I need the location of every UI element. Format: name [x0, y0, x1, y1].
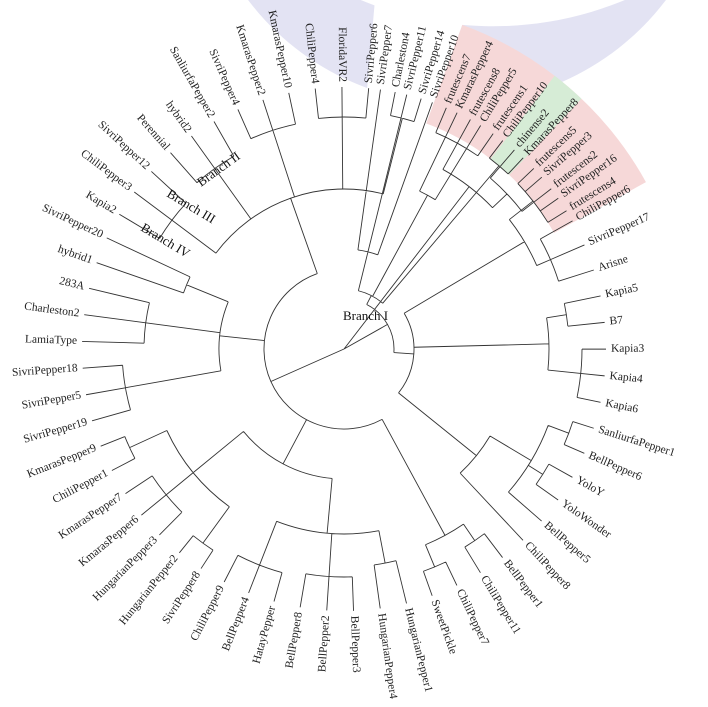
leaf-label: Kapia4: [609, 370, 644, 385]
leaf-label: KmarasPepper2: [233, 23, 267, 97]
leaf-label: ChiliPepper7: [454, 587, 491, 647]
leaf-label: FloridaVR2: [336, 27, 348, 82]
leaf-label: Kapia2: [84, 189, 119, 217]
leaf-label: B7: [609, 314, 624, 327]
leaf-label: LamiaType: [25, 333, 78, 347]
tree-branches: [82, 87, 607, 611]
chinense-clade-background: [490, 75, 582, 175]
leaf-label: SivriPepper8: [160, 569, 203, 626]
leaf-label: hybrid2: [163, 99, 194, 135]
branch-label-iv: Branch IV: [138, 220, 193, 261]
leaf-label: Charleston2: [23, 300, 80, 319]
leaf-label: BellPepper2: [316, 615, 332, 673]
leaf-label: BellPepper6: [587, 449, 644, 483]
leaf-label: SivriPepper20: [40, 202, 105, 241]
leaf-label: SivriPepper18: [12, 362, 79, 379]
leaf-label: ChiliPepper1: [51, 467, 111, 506]
leaf-label: HatayPepper: [251, 604, 278, 665]
leaf-label: SivriPepper19: [22, 416, 89, 446]
leaf-label: SivriPepper6: [363, 23, 381, 84]
leaf-label: ChiliPepper9: [188, 583, 227, 643]
branch-label-ii: Branch II: [194, 148, 243, 189]
leaf-label: Perennial: [134, 112, 172, 152]
leaf-label: SivriPepper4: [206, 47, 241, 107]
branch-label-i: Branch I: [343, 308, 388, 323]
leaf-label: HungarianPepper4: [375, 613, 399, 700]
leaf-label: KmarasPepper9: [25, 442, 98, 480]
leaf-label: BellPepper8: [284, 611, 305, 669]
leaf-label: Kapia6: [604, 397, 639, 416]
leaf-label: YoloY: [574, 474, 607, 500]
leaf-label: HungarianPepper1: [402, 607, 434, 694]
leaf-label: SweetPickle: [429, 598, 459, 656]
leaf-label: Arisne: [597, 253, 630, 274]
tree-edges: [82, 87, 607, 611]
leaf-label: Kapia3: [611, 343, 644, 355]
leaf-label: SanliurfaPepper1: [597, 424, 677, 460]
leaf-label: BellPepper4: [220, 595, 252, 653]
leaf-label: SivriPepper5: [21, 389, 82, 411]
leaf-label: Kapia5: [604, 282, 639, 301]
leaf-label: hybrid1: [56, 243, 94, 266]
leaf-label: BellPepper1: [501, 558, 545, 611]
leaf-label: BellPepper3: [348, 616, 362, 673]
leaf-label: 283A: [58, 275, 86, 293]
leaf-label: SivriPepper17: [586, 211, 651, 248]
